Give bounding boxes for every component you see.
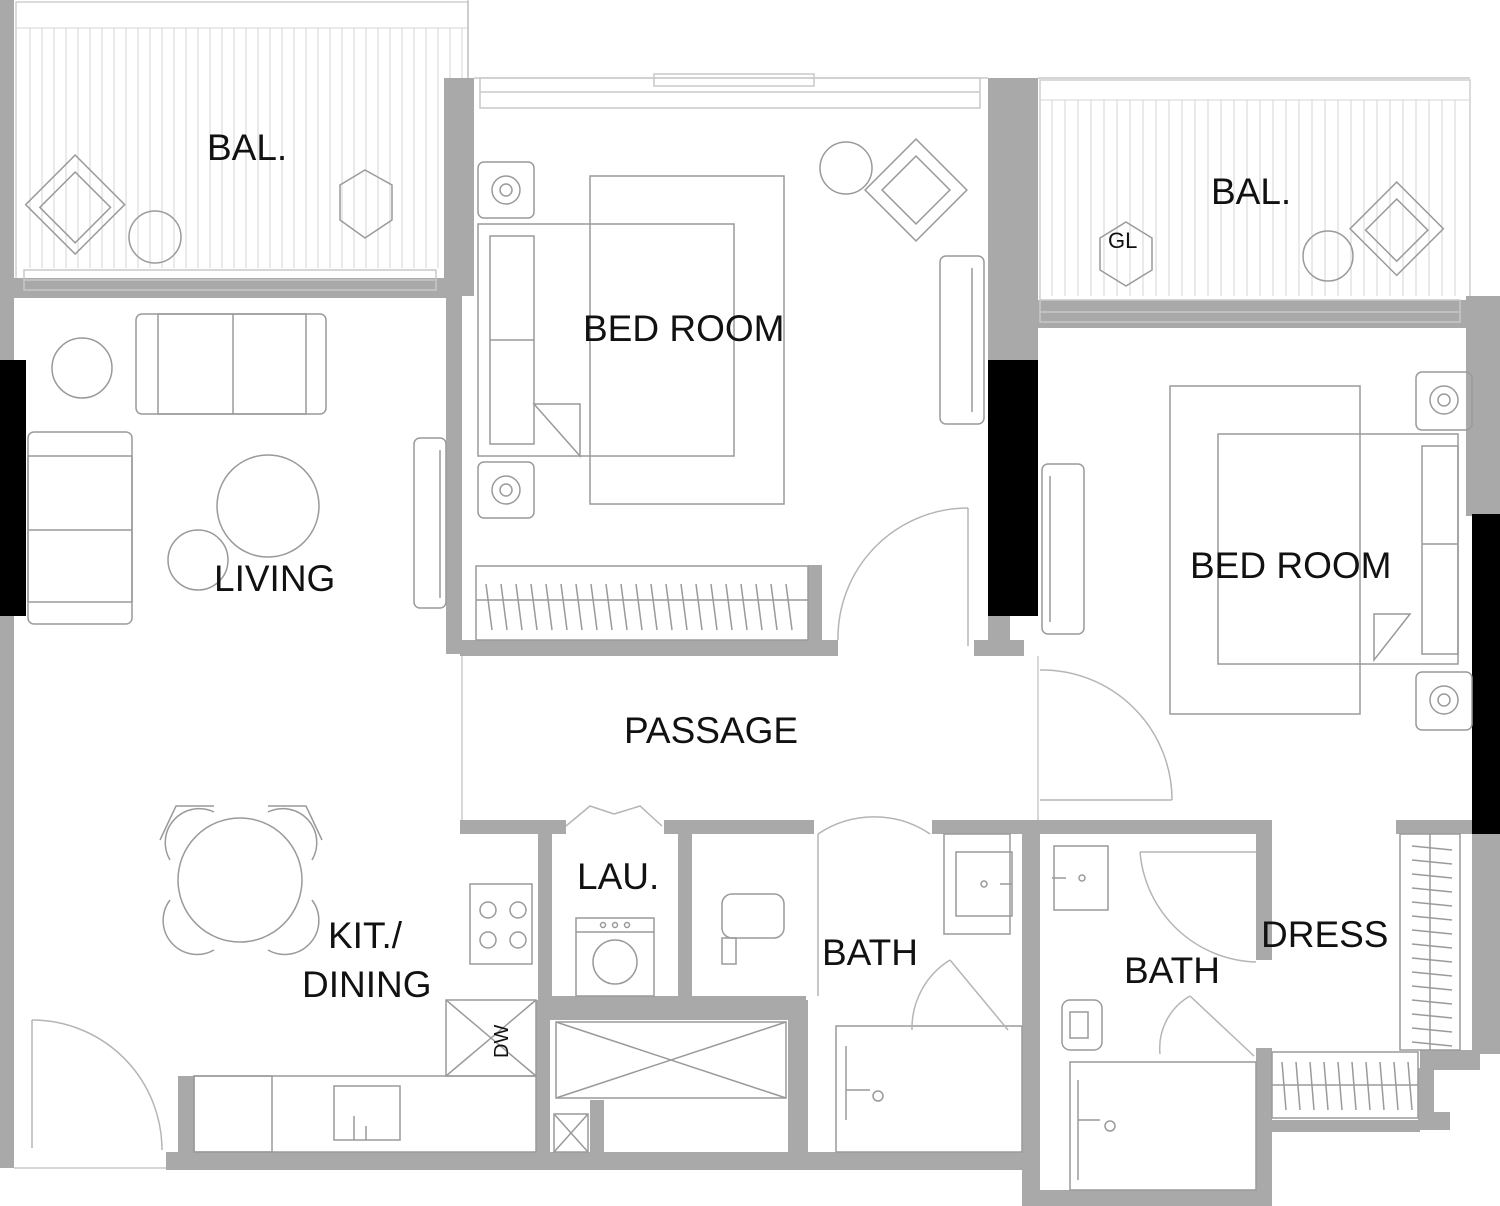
- label-passage: PASSAGE: [624, 710, 798, 751]
- decor-line: [1411, 971, 1453, 977]
- washing-machine: [575, 917, 655, 997]
- decor-line: [515, 583, 523, 631]
- decor-line: [1411, 887, 1453, 893]
- label-balcony-right: BAL.: [1211, 171, 1291, 212]
- decor-line: [710, 583, 718, 631]
- bath-right-fixtures: [1052, 845, 1257, 1191]
- label-kitchen-line2: DINING: [302, 964, 432, 1005]
- room-labels: BAL. BAL. GL BED ROOM BED ROOM LIVING PA…: [207, 127, 1391, 1058]
- label-gas: GL: [1108, 228, 1137, 253]
- master-bed: [477, 138, 985, 519]
- right-window-wall: [1472, 514, 1500, 834]
- label-kitchen-line1: KIT./: [328, 915, 403, 956]
- second-bed: [1041, 371, 1473, 731]
- decor-line: [500, 583, 508, 631]
- decor-line: [1411, 1041, 1453, 1047]
- master-wardrobe: [475, 565, 809, 641]
- decor-line: [1411, 985, 1453, 991]
- decor-line: [680, 583, 688, 631]
- label-dishwasher: DW: [491, 1025, 513, 1058]
- decor-line: [1411, 957, 1453, 963]
- decor-line: [1365, 1061, 1371, 1111]
- decor-line: [485, 583, 493, 631]
- label-bath-right: BATH: [1124, 950, 1220, 991]
- windows: [23, 73, 1461, 323]
- decor-line: [560, 583, 568, 631]
- decor-line: [1411, 929, 1453, 935]
- decor-line: [695, 583, 703, 631]
- bedroom-partition-dark: [988, 360, 1038, 616]
- decor-line: [1393, 1061, 1399, 1111]
- decor-line: [1295, 1061, 1301, 1111]
- decor-line: [575, 583, 583, 631]
- decor-line: [1411, 915, 1453, 921]
- label-dress: DRESS: [1261, 914, 1388, 955]
- decor-line: [1411, 901, 1453, 907]
- label-bedroom-master: BED ROOM: [583, 308, 784, 349]
- living-furniture: [27, 313, 447, 625]
- decor-line: [1379, 1061, 1385, 1111]
- label-balcony-left: BAL.: [207, 127, 287, 168]
- decor-line: [620, 583, 628, 631]
- left-window-wall: [0, 360, 26, 616]
- balcony-left-furniture: [24, 154, 393, 264]
- balcony-right-furniture: [1099, 180, 1445, 287]
- decor-line: [785, 583, 793, 631]
- decor-line: [1309, 1061, 1315, 1111]
- decor-line: [755, 583, 763, 631]
- decor-line: [1323, 1061, 1329, 1111]
- decor-line: [1411, 845, 1453, 851]
- label-living: LIVING: [214, 558, 335, 599]
- decor-line: [1351, 1061, 1357, 1111]
- label-bath-center: BATH: [822, 932, 918, 973]
- kitchen-fixtures: [193, 883, 787, 1153]
- decor-line: [530, 583, 538, 631]
- decor-line: [1411, 999, 1453, 1005]
- decor-line: [740, 583, 748, 631]
- dining-set: [159, 805, 323, 956]
- decor-line: [650, 583, 658, 631]
- decor-line: [635, 583, 643, 631]
- decor-line: [605, 583, 613, 631]
- decor-line: [665, 583, 673, 631]
- balcony-right-decking: [1039, 79, 1471, 303]
- decor-line: [725, 583, 733, 631]
- label-laundry: LAU.: [577, 856, 659, 897]
- bath-center-fixtures: [721, 833, 1023, 1153]
- decor-line: [590, 583, 598, 631]
- dress-wardrobe: [1271, 833, 1461, 1119]
- label-bedroom-second: BED ROOM: [1190, 545, 1391, 586]
- decor-line: [1407, 1061, 1413, 1111]
- decor-line: [1411, 1013, 1453, 1019]
- decor-line: [1411, 1027, 1453, 1033]
- decor-line: [770, 583, 778, 631]
- decor-line: [1411, 859, 1453, 865]
- doors: [31, 507, 1257, 1151]
- decor-line: [1411, 943, 1453, 949]
- decor-line: [1337, 1061, 1343, 1111]
- decor-line: [1281, 1061, 1287, 1111]
- decor-line: [545, 583, 553, 631]
- decor-line: [1411, 873, 1453, 879]
